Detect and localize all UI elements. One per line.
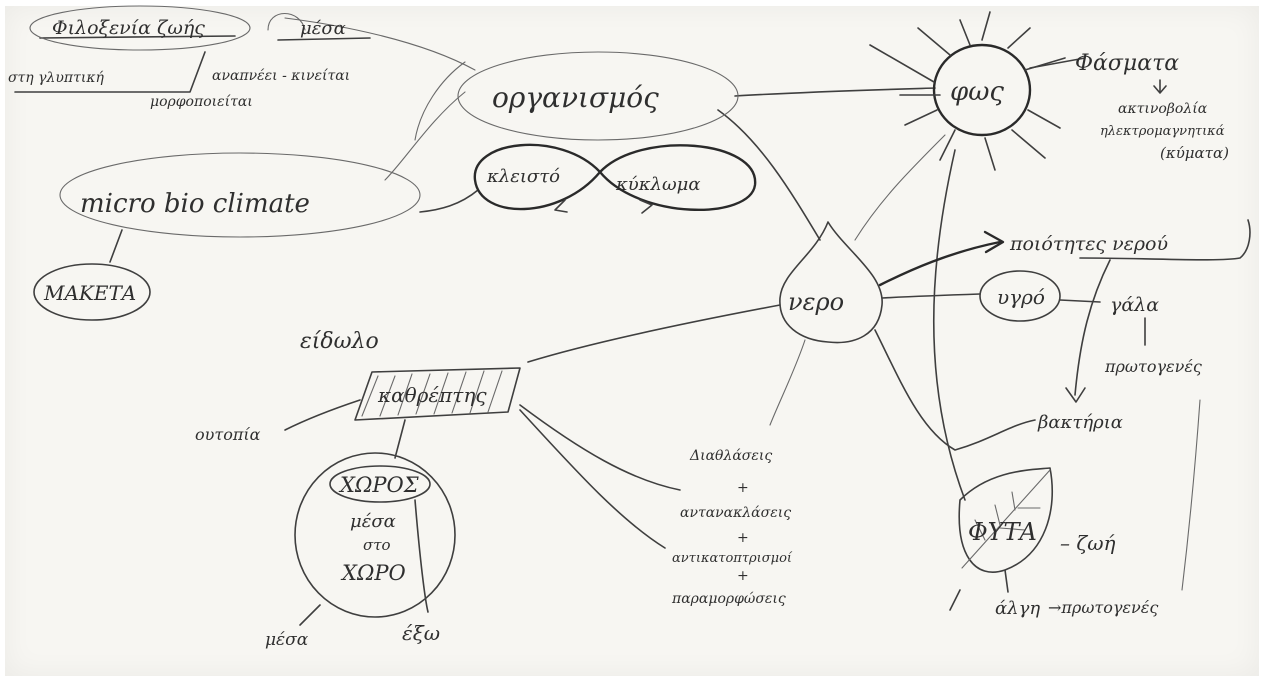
link-kathreftis-diathlaseis: [519, 404, 681, 491]
anapnei-label: αναπνέει - κινείται: [212, 67, 350, 84]
link-fyta-algi: [1004, 569, 1009, 593]
link-ygro-gala: [1059, 299, 1101, 303]
link-nero-ygro: [881, 293, 981, 299]
kymata-label: (κύματα): [1160, 144, 1229, 162]
link-organismos-filoxenia: [284, 17, 476, 71]
plus-3-label: +: [737, 568, 749, 584]
fyta-label: ΦΥΤΑ: [968, 518, 1037, 546]
organismos-label: οργανισμός: [492, 81, 659, 114]
leaf-stem: [949, 589, 961, 611]
link-organismos-microbio: [384, 91, 466, 181]
link-filoxenia-branch: [414, 61, 466, 141]
mesa-top-arc: [267, 13, 306, 31]
link-fos-nero: [854, 134, 946, 241]
maketa-label: ΜΑΚΕΤΑ: [43, 281, 136, 305]
connectors: [14, 17, 1251, 626]
link-nero-vaktiria: [874, 329, 1036, 451]
glyptiki-bracket: [14, 51, 206, 93]
link-nero-poiotites: [878, 240, 1002, 287]
kathreftis-shading: [361, 370, 503, 417]
exo-label: έξω: [402, 621, 440, 645]
link-kathreftis-antanaklaseis: [519, 409, 666, 549]
zoi-label: – ζωή: [1060, 531, 1116, 555]
poiotites-label: ποιότητες νερού: [1009, 233, 1168, 255]
leaf-shape: [958, 467, 1054, 573]
link-nero-kathreftis: [527, 304, 781, 363]
kykloma-label: κύκλωμα: [615, 174, 701, 195]
morfopoieitai-label: μορφοποιείται: [150, 93, 253, 110]
protogenes-2-label: →πρωτογενές: [1048, 598, 1158, 617]
ygro-ellipse: [979, 270, 1061, 322]
link-right-vertical: [1181, 399, 1201, 591]
xoro-label: ΧΩΡΟ: [340, 561, 406, 585]
xoros-label: ΧΩΡΟΣ: [338, 473, 419, 497]
ygro-label: υγρό: [997, 285, 1045, 309]
infinity-loop: [473, 143, 757, 212]
link-xoros-mesa: [299, 604, 321, 626]
link-microbio-loop: [419, 189, 479, 213]
sto-label: στο: [363, 536, 391, 554]
link-kathreftis-outopia: [284, 399, 361, 431]
arrowhead-poiotites: [983, 230, 1005, 254]
filoxenia-underline: [39, 35, 236, 39]
mesa-underline: [277, 37, 371, 41]
eidolo-label: είδωλο: [300, 329, 379, 354]
ilektromagnitika-label: ηλεκτρομαγνητικά: [1100, 124, 1225, 139]
microbio-ellipse: [59, 152, 421, 238]
labels: Φιλοξενία ζωής μέσα στη γλυπτική αναπνέε…: [8, 17, 1229, 650]
water-drop-shape: [779, 221, 883, 344]
vaktiria-label: βακτήρια: [1037, 412, 1123, 433]
link-microbio-maketa: [109, 229, 123, 263]
paper-sheet: [5, 6, 1259, 676]
aktinovolia-label: ακτινοβολία: [1118, 100, 1208, 117]
link-nero-diathlaseis: [769, 339, 806, 426]
nero-label: νερο: [788, 288, 844, 316]
xoros-label-oval: [329, 465, 431, 503]
algi-label: άλγη: [995, 598, 1040, 619]
fasmata-label: Φάσματα: [1075, 51, 1179, 76]
mesa-label: μέσα: [350, 511, 396, 532]
loop-arrow-right: [639, 199, 653, 214]
loop-arrow-left: [554, 199, 568, 213]
leaf-veins: [961, 469, 1051, 569]
shapes: [29, 5, 1066, 618]
paramorfoseis-label: παραμορφώσεις: [671, 591, 786, 607]
kathreftis-frame: [354, 367, 521, 421]
arrowhead-vaktiria: [1065, 387, 1086, 403]
outopia-label: ουτοπία: [195, 425, 261, 444]
link-kathreftis-xoros: [394, 419, 406, 459]
antikatoptrismoi-label: αντικατοπτρισμοί: [672, 551, 793, 566]
sun-circle: [932, 43, 1032, 137]
link-organismos-fos: [734, 87, 936, 97]
link-poiotites-vaktiria: [1074, 259, 1111, 396]
link-xoros-exo: [414, 499, 429, 613]
plus-2-label: +: [737, 530, 749, 546]
mesa-outer-label: μέσα: [265, 630, 309, 650]
maketa-ellipse: [33, 263, 151, 321]
kleisto-label: κλειστό: [486, 166, 560, 187]
plus-1-label: +: [737, 480, 749, 496]
antanaklaseis-label: αντανακλάσεις: [680, 505, 791, 521]
mesa-top-label: μέσα: [300, 18, 346, 39]
poiotites-bracket: [1079, 219, 1251, 261]
filoxenia-bubble: [29, 5, 251, 51]
kathreftis-label: καθρέπτης: [377, 383, 487, 407]
fos-label: φως: [950, 77, 1004, 107]
link-organismos-nero: [717, 109, 821, 241]
protogenes-1-label: πρωτογενές: [1104, 357, 1202, 376]
link-fos-fyta: [932, 149, 966, 501]
microbio-label: micro bio climate: [80, 189, 310, 219]
arrow-fasmata: [1153, 79, 1167, 94]
xoros-circle: [294, 452, 456, 618]
gala-label: γάλα: [1110, 294, 1159, 316]
diathlaseis-label: Διαθλάσεις: [689, 448, 772, 464]
organismos-ellipse: [457, 51, 739, 141]
filoxenia-label: Φιλοξενία ζωής: [52, 17, 205, 39]
sto-glyptiki-label: στη γλυπτική: [8, 70, 105, 86]
sun-rays: [869, 11, 1066, 171]
